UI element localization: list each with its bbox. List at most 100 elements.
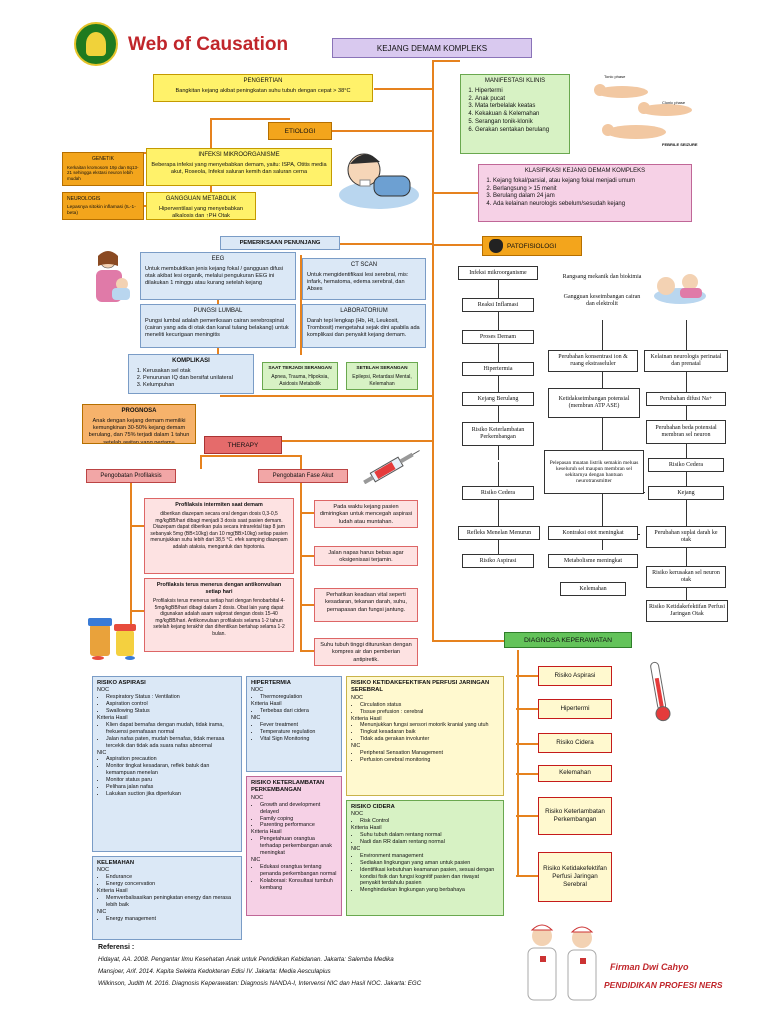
aspirasi-noc-item: Aspiration control	[106, 701, 237, 708]
perfusi-nic-list: Peripheral Sensation ManagementPerfusion…	[351, 750, 499, 764]
prof1-title: Profilaksis intermiten saat demam	[175, 502, 263, 508]
saat-serangan-box: SAAT TERJADI SERANGAN Apnea, Trauma, Hip…	[262, 362, 338, 390]
klasifikasi-box: KLASIFIKASI KEJANG DEMAM KOMPLEKS Kejang…	[478, 164, 692, 222]
cidera-nic-item: Sediakan lingkungan yang aman untuk pasi…	[360, 860, 499, 867]
pf-kelainan-neurologis: Kelainan neurologis perinatal dan prenat…	[644, 350, 728, 372]
main-topic: KEJANG DEMAM KOMPLEKS	[332, 38, 532, 58]
kelemahan-kh-list: Memverbalisasikan peningkatan energy dan…	[97, 895, 237, 909]
pf-reaksi-inflamasi: Reaksi Inflamasi	[462, 298, 534, 312]
aspirasi-noc-item: Respiratory Status : Ventilation	[106, 694, 237, 701]
ct-text: Untuk mengidentifikasi lesi serebral, mi…	[307, 271, 409, 293]
perfusi-noc-label: NOC	[351, 694, 363, 701]
diagnosa-label: DIAGNOSA KEPERAWATAN	[504, 632, 632, 648]
page-title: Web of Causation	[128, 34, 289, 55]
diagnosa-hipertermi: Hipertermi	[538, 699, 612, 719]
kelemahan-kh-label: Kriteria Hasil	[97, 888, 128, 895]
cidera-nic-item: Environment management	[360, 853, 499, 860]
pf-hipertermia: Hipertermia	[462, 362, 534, 376]
aspirasi-kh-item: Jalan nafas paten, mudah bernafas, tidak…	[106, 736, 237, 750]
prognosa-text: Anak dengan kejang demam memiliki kemung…	[88, 417, 190, 444]
neurologis-box: NEUROLOGIS Lepasnya sitokin inflamasi (I…	[62, 192, 144, 220]
genetik-box: GENETIK Kerkaitan kromosom 19p dan 8q13-…	[62, 152, 144, 186]
ct-box: CT SCAN Untuk mengidentifikasi lesi sere…	[302, 258, 426, 300]
lumbal-title: PUNGSI LUMBAL	[193, 308, 243, 314]
sleeping-child-illustration	[650, 268, 708, 306]
diagnosa-risiko-aspirasi: Risiko Aspirasi	[538, 666, 612, 686]
aspirasi-kh-label: Kriteria Hasil	[97, 715, 128, 722]
akut-3-text: Perhatikan keadaan vital seperti kesadar…	[325, 592, 407, 613]
prognosa-title: PROGNOSA	[121, 408, 157, 414]
kelemahan-nic-list: Energy management	[97, 916, 237, 923]
cidera-nic-label: NIC	[351, 845, 361, 852]
akut-1-box: Pada waktu kejang pasien dimiringkan unt…	[314, 500, 418, 528]
infeksi-text: Beberapa infeksi yang menyebabkan demam,…	[151, 161, 327, 176]
neurologis-title: NEUROLOGIS	[67, 196, 101, 202]
pf-kejang-berulang: Kejang Berulang	[462, 392, 534, 406]
manifestasi-title: MANIFESTASI KLINIS	[484, 78, 546, 84]
perfusi-kh-item: Tingkat kesadaran baik	[360, 729, 499, 736]
kelemahan-noc-item: Energy concervation	[106, 881, 237, 888]
lab-title: LABORATORIUM	[340, 308, 388, 314]
metabolik-box: GANGGUAN METABOLIK Hiperventilasi yang m…	[146, 192, 256, 220]
komplikasi-list: Kerusakan sel otakPenurunan IQ dan bersi…	[133, 368, 249, 390]
kelemahan-nic-item: Energy management	[106, 916, 237, 923]
pf-risiko-aspirasi: Risiko Aspirasi	[462, 554, 534, 568]
hipertermia-nic-label: NIC	[251, 715, 261, 722]
seizure-illustration: Tonic phase Clonic phase FEBRILE SEIZURE	[592, 70, 700, 152]
thermometer-illustration	[644, 658, 674, 724]
medicine-illustration	[86, 612, 142, 660]
pf-risiko-perfusi: Risiko Ketidakefektifan Perfusi Jaringan…	[646, 600, 728, 622]
pf-beda-potensial: Perubahan beda potensial membran sel neu…	[646, 420, 726, 444]
prognosa-box: PROGNOSA Anak dengan kejang demam memili…	[82, 404, 196, 444]
keterlambatan-nic-label: NIC	[251, 856, 261, 863]
noc-perfusi-serebral: RISIKO KETIDAKEFEKTIFAN PERFUSI JARINGAN…	[346, 676, 504, 796]
cidera-kh-item: Nadi dan RR dalam rentang normal	[360, 839, 499, 846]
pf-risiko-cedera-2: Risiko Cedera	[648, 458, 724, 472]
manifestasi-item: Hipertermi	[475, 88, 565, 96]
pf-kejang: Kejang	[648, 486, 724, 500]
hipertermia-nic-item: Fever treatment	[260, 722, 337, 729]
komplikasi-title: KOMPLIKASI	[172, 358, 210, 364]
hand-icon	[489, 239, 503, 253]
pf-metabolisme: Metabolisme meningkat	[548, 554, 638, 568]
manifestasi-item: Anak pucat	[475, 96, 565, 104]
fase-akut-label: Pengobatan Fase Akut	[258, 469, 348, 483]
prof2-title: Profilaksis terus menerus dengan antikon…	[156, 582, 282, 596]
keterlambatan-kh-item: Pengetahuan orangtua terhadap perkembang…	[260, 836, 337, 857]
pf-risiko-cedera-1: Risiko Cedera	[462, 486, 534, 500]
cidera-nic-item: Identifikasi kebutuhan keamanan pasien, …	[360, 867, 499, 888]
pf-kelemahan: Kelemahan	[560, 582, 626, 596]
lab-box: LABORATORIUM Darah tepi lengkap (Hb, Ht,…	[302, 304, 426, 348]
cidera-title: RISIKO CIDERA	[351, 804, 395, 810]
img-label-febrile: FEBRILE SEIZURE	[662, 142, 698, 147]
manifestasi-item: Kekakuan & Kelemahan	[475, 111, 565, 119]
diagnosa-keterlambatan: Risiko Keterlambatan Perkembangan	[538, 797, 612, 835]
mother-child-illustration	[86, 248, 136, 310]
patofisiologi-text: PATOFISIOLOGI	[507, 242, 557, 250]
perfusi-kh-item: Tidak ada gerakan involunter	[360, 736, 499, 743]
hipertermia-kh-item: Terbebas dari cidera	[260, 708, 337, 715]
manifestasi-box: MANIFESTASI KLINIS HipertermiAnak pucatM…	[460, 74, 570, 154]
sick-child-illustration	[334, 140, 424, 220]
perfusi-nic-item: Perfusion cerebral monitoring	[360, 757, 499, 764]
klasifikasi-title: KLASIFIKASI KEJANG DEMAM KOMPLEKS	[524, 168, 646, 174]
pengertian-box: PENGERTIAN Bangkitan kejang akibat penin…	[153, 74, 373, 102]
cidera-nic-list: Environment managementSediakan lingkunga…	[351, 853, 499, 894]
diagnosa-kelemahan: Kelemahan	[538, 765, 612, 782]
akut-4-text: Suhu tubuh tinggi diturunkan dengan komp…	[320, 642, 412, 663]
perfusi-title: RISIKO KETIDAKEFEKTIFAN PERFUSI JARINGAN…	[351, 680, 490, 694]
genetik-title: GENETIK	[92, 156, 114, 162]
hipertermia-noc-item: Thermoregulation	[260, 694, 337, 701]
metabolik-text: Hiperventilasi yang menyebabkan alkalosi…	[159, 205, 243, 220]
pf-refleks-menelan: Refleks Menelan Menurun	[458, 526, 540, 540]
akut-4-box: Suhu tubuh tinggi diturunkan dengan komp…	[314, 638, 418, 666]
neurologis-text: Lepasnya sitokin inflamasi (IL-1-beta)	[67, 204, 136, 216]
manifestasi-item: Mata terbelalak keatas	[475, 103, 565, 111]
pf-kontraksi-otot: Kontraksi otot meningkat	[548, 526, 638, 540]
perfusi-nic-item: Peripheral Sensation Management	[360, 750, 499, 757]
aspirasi-nic-label: NIC	[97, 749, 107, 756]
hipertermia-nic-list: Fever treatmentTemperature regulationVit…	[251, 722, 337, 743]
prof2-text: Profilaksis terus menerus setiap hari de…	[152, 598, 286, 637]
komplikasi-item: Kerusakan sel otak	[143, 368, 249, 375]
